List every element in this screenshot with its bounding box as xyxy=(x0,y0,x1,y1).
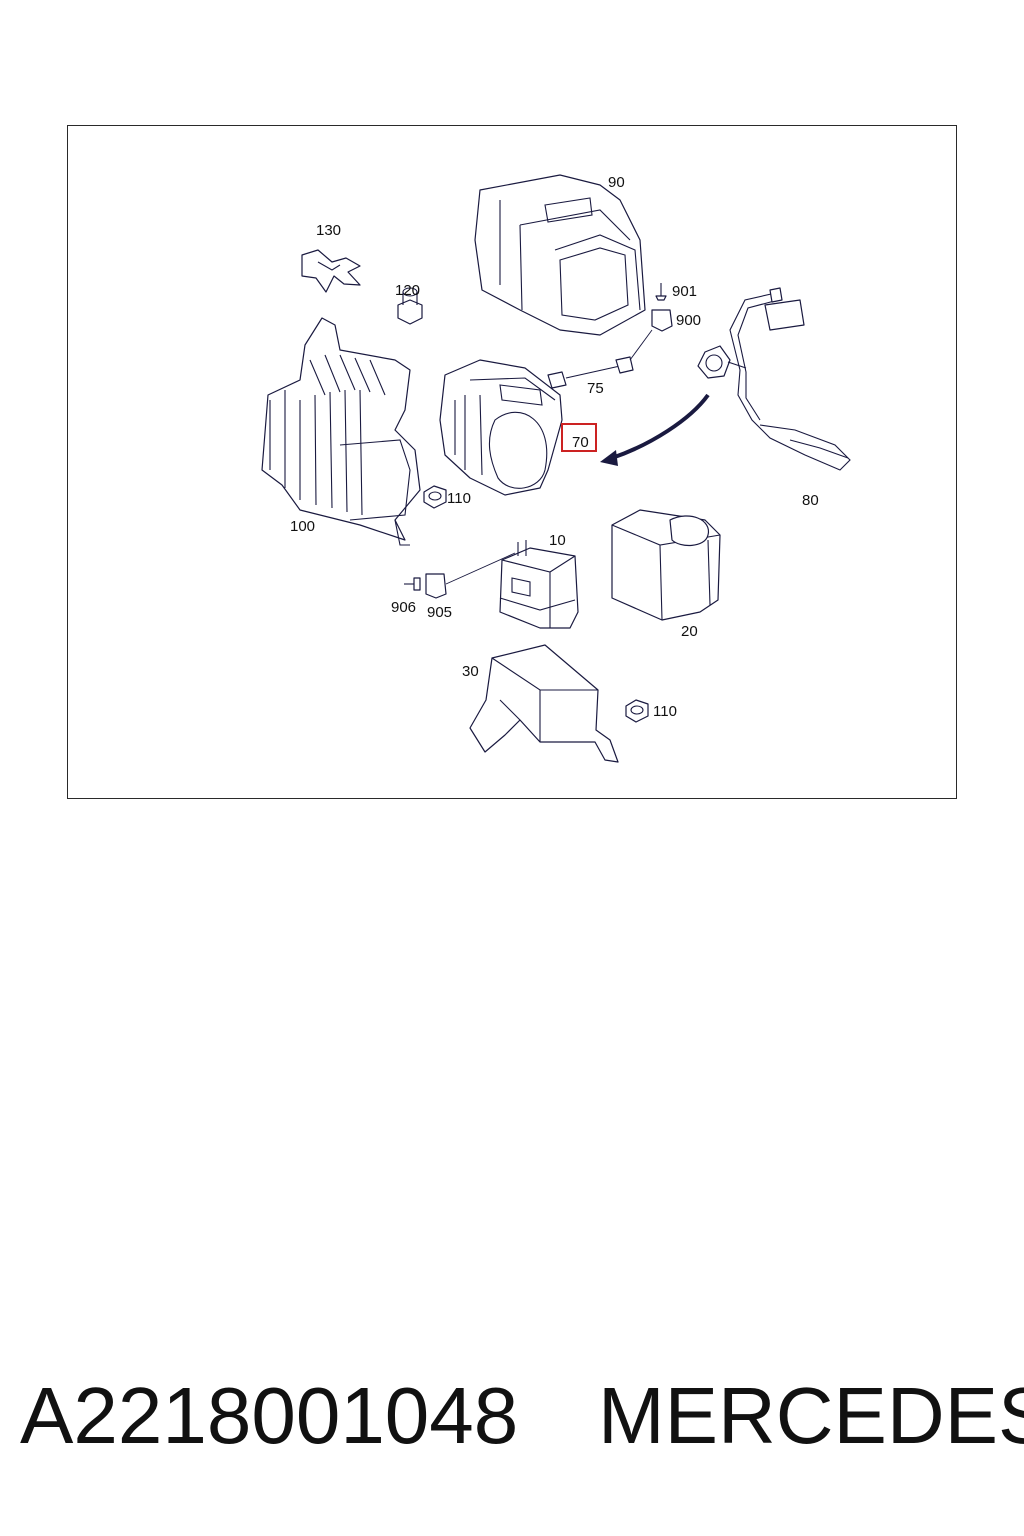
callout-80: 80 xyxy=(802,492,819,509)
part-10-control-unit[interactable] xyxy=(499,540,579,629)
footer: A2218001048 MERCEDES xyxy=(20,1370,1024,1470)
part-905-plug[interactable] xyxy=(425,552,516,599)
callout-906: 906 xyxy=(391,599,416,616)
part-130-clip[interactable] xyxy=(301,249,361,293)
part-901-pin[interactable] xyxy=(655,283,667,301)
part-110-nut-upper[interactable] xyxy=(423,485,447,509)
diagram-frame xyxy=(67,125,957,799)
part-number: A2218001048 xyxy=(20,1371,519,1460)
callout-110-lower: 110 xyxy=(653,703,677,720)
part-90-cover[interactable] xyxy=(474,174,646,336)
callout-900: 900 xyxy=(676,312,701,329)
part-70-heater-unit[interactable] xyxy=(439,359,563,496)
callout-100: 100 xyxy=(290,518,315,535)
part-900-plug[interactable] xyxy=(629,309,673,361)
callout-10: 10 xyxy=(549,532,566,549)
callout-120: 120 xyxy=(395,282,420,299)
install-arrow xyxy=(600,393,710,466)
brand-name: MERCEDES xyxy=(598,1371,1024,1460)
callout-90: 90 xyxy=(608,174,625,191)
parts-diagram: 90 130 120 901 900 75 70 110 100 80 10 9… xyxy=(261,174,851,763)
part-75-cable[interactable] xyxy=(547,356,634,389)
part-30-lower-bracket[interactable] xyxy=(469,644,619,763)
callout-901: 901 xyxy=(672,283,697,300)
part-100-bracket[interactable] xyxy=(261,317,421,546)
part-120-nut[interactable] xyxy=(397,287,423,325)
part-110-nut-lower[interactable] xyxy=(625,699,649,723)
callout-30: 30 xyxy=(462,663,479,680)
callout-130: 130 xyxy=(316,222,341,239)
callout-905: 905 xyxy=(427,604,452,621)
part-20-container[interactable] xyxy=(611,509,721,621)
callout-110-upper: 110 xyxy=(447,490,471,507)
highlight-box-70 xyxy=(561,423,597,452)
callout-20: 20 xyxy=(681,623,698,640)
part-80-wiring-harness[interactable] xyxy=(697,287,851,471)
part-906-pin[interactable] xyxy=(404,577,421,591)
callout-75: 75 xyxy=(587,380,604,397)
callout-70: 70 xyxy=(572,434,589,451)
